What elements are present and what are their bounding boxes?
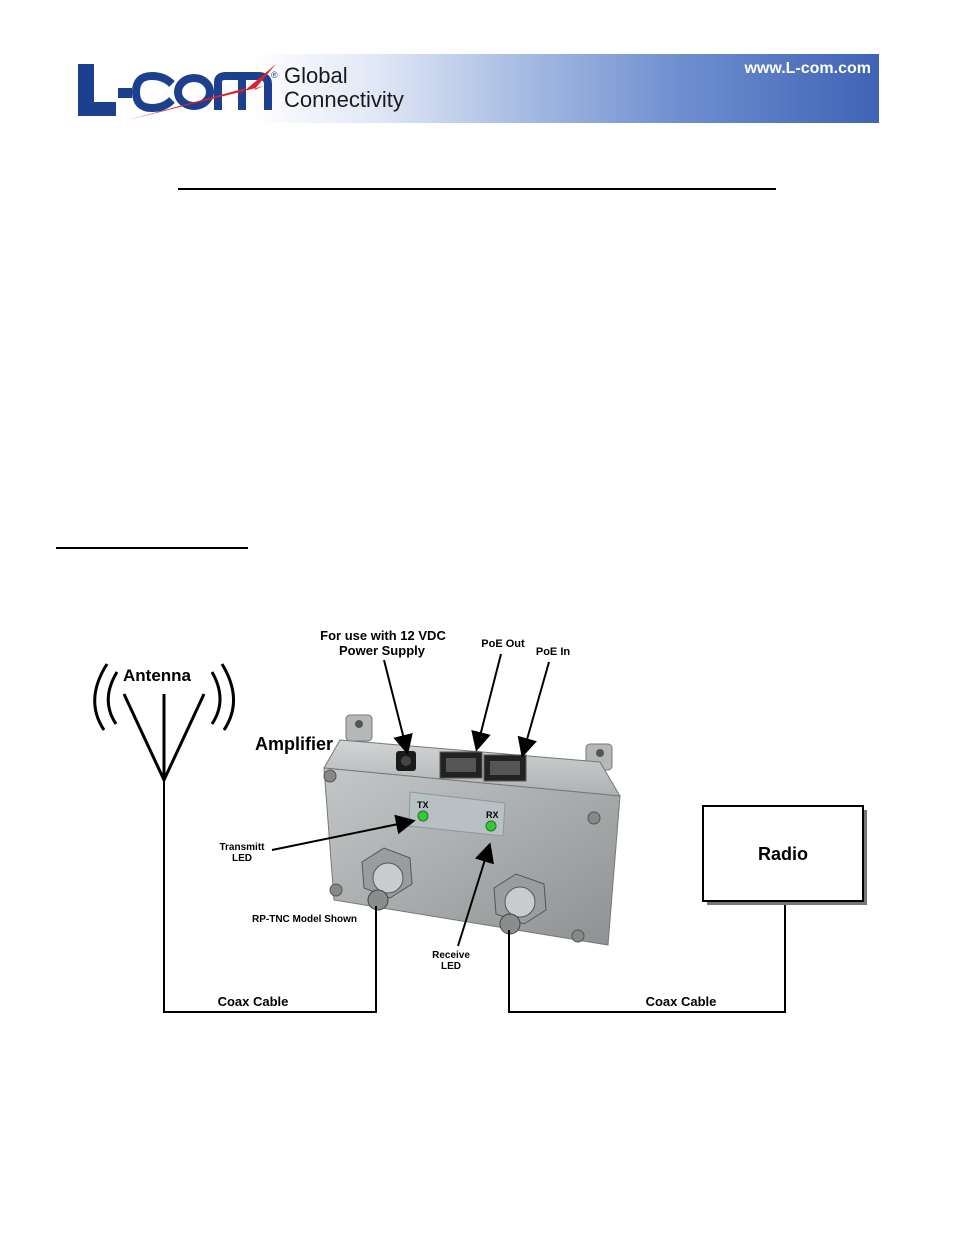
title-underline: [178, 188, 776, 190]
poe-in-arrow: [517, 661, 550, 758]
website-link[interactable]: www.L-com.com: [744, 60, 871, 77]
receive-label-line1: Receive: [432, 950, 470, 961]
tx-label: TX: [417, 800, 429, 810]
transmit-label-line1: Transmitt: [219, 842, 265, 853]
radio-label: Radio: [758, 844, 808, 864]
rx-led-icon: [485, 820, 497, 832]
amplifier-label: Amplifier: [255, 734, 333, 754]
screw-hole-icon: [355, 720, 363, 728]
transmit-arrow: [271, 814, 416, 851]
svg-text:®: ®: [271, 70, 278, 80]
power-label-line1: For use with 12 VDC: [320, 628, 446, 643]
screw-icon: [587, 811, 601, 825]
transmit-label-line2: LED: [232, 853, 252, 864]
coax-cable-left: [163, 780, 377, 1013]
radio-box: [702, 805, 864, 902]
connector-right: [493, 873, 547, 935]
power-arrow: [383, 659, 413, 755]
lcom-logo: ®: [78, 64, 278, 120]
screw-icon: [571, 929, 585, 943]
screw-icon: [323, 769, 337, 783]
section-heading-underline: [56, 547, 248, 549]
rx-label: RX: [486, 810, 499, 820]
antenna-label: Antenna: [123, 666, 192, 685]
tagline-line2: Connectivity: [284, 87, 404, 112]
receive-label-line2: LED: [441, 961, 461, 972]
rp-tnc-label: RP-TNC Model Shown: [252, 914, 357, 925]
connection-diagram: Antenna Amplifier TX RX: [93, 628, 867, 1013]
screw-icon: [329, 883, 343, 897]
poe-out-arrow: [471, 653, 502, 752]
coax-cable-right: [508, 905, 786, 1013]
tagline-line1: Global: [284, 63, 348, 88]
power-label-line2: Power Supply: [339, 643, 426, 658]
coax-right-label: Coax Cable: [646, 994, 717, 1009]
tx-led-icon: [417, 810, 429, 822]
connector-left: [361, 847, 413, 911]
screw-hole-icon: [596, 749, 604, 757]
coax-left-label: Coax Cable: [218, 994, 289, 1009]
receive-arrow: [457, 842, 494, 947]
antenna-icon: [93, 663, 235, 784]
poe-out-label: PoE Out: [481, 638, 525, 650]
poe-in-label: PoE In: [536, 646, 571, 658]
header-banner: ® Global Connectivity www.L-com.com: [76, 54, 879, 123]
tagline: Global Connectivity: [284, 64, 404, 112]
